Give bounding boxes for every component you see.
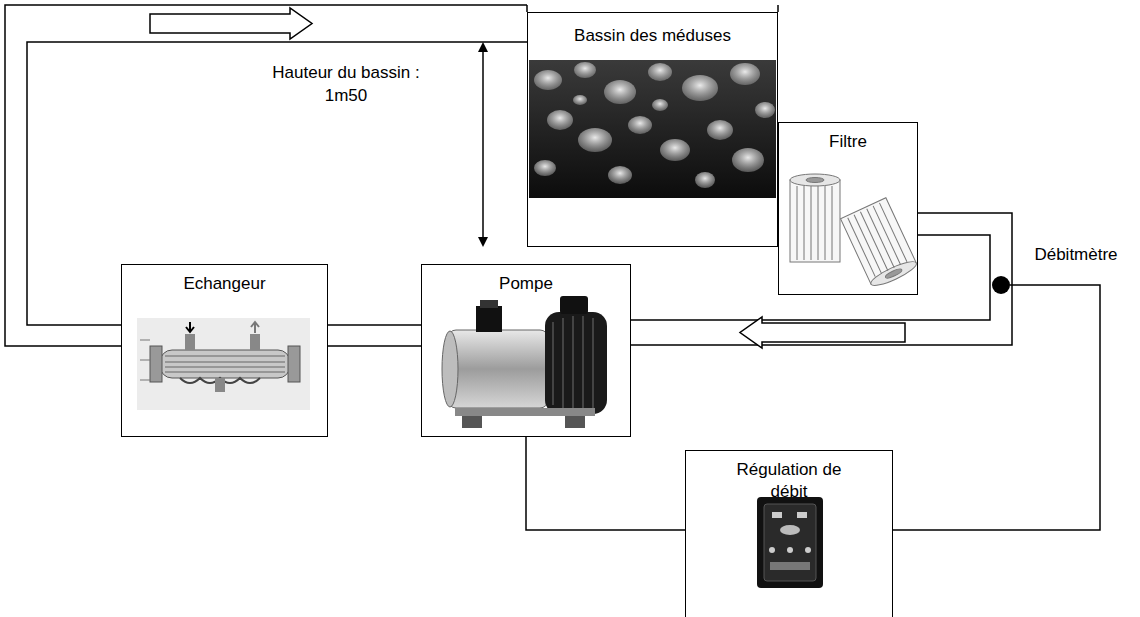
box-title: Pompe (422, 273, 630, 295)
pipe-connector (526, 437, 685, 530)
pipe-connector (328, 325, 421, 346)
basin-rim (527, 5, 778, 12)
basin-box: Bassin des méduses (527, 12, 778, 247)
dimension-label: Hauteur du bassin : 1m50 (258, 62, 434, 108)
pump-box: Pompe (421, 264, 631, 437)
regulation-box: Régulation de débit (685, 450, 893, 617)
pump-picture (442, 296, 607, 428)
exchanger-box: Echangeur (121, 264, 328, 437)
box-title: Bassin des méduses (528, 25, 777, 47)
jellyfish-photo (529, 60, 776, 198)
box-title: Echangeur (122, 273, 327, 295)
pipe-connector (631, 213, 1012, 348)
flowmeter-wire (893, 276, 1100, 530)
height-dimension (478, 42, 488, 247)
filter-box: Filtre (778, 122, 918, 295)
box-title: Régulation de débit (719, 459, 859, 503)
flowmeter-label: Débitmètre (1018, 244, 1134, 267)
filter-cartridges (790, 174, 919, 290)
heat-exchanger-picture (137, 318, 310, 410)
box-title: Filtre (779, 131, 917, 153)
flow-controller-picture (757, 497, 823, 588)
pipe-connector (5, 5, 527, 346)
